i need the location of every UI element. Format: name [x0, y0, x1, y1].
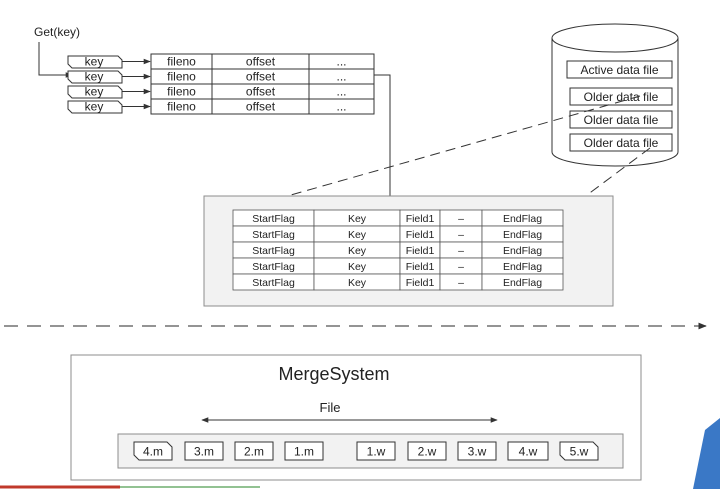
- record-cell-label: Key: [348, 229, 367, 241]
- lookup-cell-label: offset: [246, 100, 276, 114]
- merge-file-item-label: 3.w: [468, 445, 487, 459]
- record-cell-label: EndFlag: [503, 213, 542, 225]
- cylinder-top: [551, 23, 679, 53]
- record-cell-label: EndFlag: [503, 261, 542, 273]
- lookup-cell-label: ...: [336, 85, 346, 99]
- record-cell-label: StartFlag: [252, 277, 295, 289]
- active-data-file-box: [566, 60, 673, 79]
- merge-file-list: 4.m 3.m 2.m 1.m 1.w 2.w 3.w 4.w 5.w: [133, 441, 599, 461]
- merge-file-item: [133, 441, 173, 461]
- record-cell-label: Field1: [406, 261, 435, 273]
- record-cell-label: –: [458, 213, 464, 225]
- record-cell-label: –: [458, 261, 464, 273]
- key-label: key: [85, 85, 104, 99]
- get-key-connector: [38, 42, 73, 78]
- lookup-cell-label: fileno: [167, 100, 196, 114]
- lookup-cell-label: offset: [246, 55, 276, 69]
- record-cell-label: EndFlag: [503, 229, 542, 241]
- record-cell-label: Field1: [406, 245, 435, 257]
- record-cell-label: Key: [348, 213, 367, 225]
- record-cell-label: EndFlag: [503, 277, 542, 289]
- lookup-table: key fileno offset... key fileno offset... key f…: [67, 53, 375, 115]
- corner-accent-shape: [693, 418, 720, 489]
- record-cell-label: Key: [348, 261, 367, 273]
- merge-file-item: [356, 441, 396, 461]
- merge-file-item: [234, 441, 274, 461]
- merge-file-item-label: 4.w: [519, 445, 538, 459]
- merge-file-item: [184, 441, 224, 461]
- lookup-cell-label: fileno: [167, 55, 196, 69]
- lookup-cell-label: ...: [336, 100, 346, 114]
- record-cell-label: StartFlag: [252, 229, 295, 241]
- lookup-cell-label: ...: [336, 70, 346, 84]
- record-cell-label: Key: [348, 245, 367, 257]
- key-label: key: [85, 55, 104, 69]
- older-data-file-box-2: [569, 110, 673, 129]
- older-data-file-label-3: Older data file: [584, 136, 659, 150]
- key-tag: [67, 100, 123, 114]
- record-cell-label: Field1: [406, 229, 435, 241]
- merge-file-item-label: 2.m: [244, 445, 264, 459]
- data-file-store: Active data file Older data file Older d…: [551, 23, 679, 167]
- record-cell-label: StartFlag: [252, 245, 295, 257]
- merge-file-item-label: 2.w: [418, 445, 437, 459]
- record-cell-label: –: [458, 229, 464, 241]
- merge-file-item: [559, 441, 599, 461]
- lookup-cell-label: offset: [246, 85, 276, 99]
- merge-file-item-label: 1.m: [294, 445, 314, 459]
- merge-file-item-label: 5.w: [570, 445, 589, 459]
- record-cell-label: EndFlag: [503, 245, 542, 257]
- merge-file-item-label: 4.m: [143, 445, 163, 459]
- lookup-cell-label: offset: [246, 70, 276, 84]
- older-data-file-box-3: [569, 133, 673, 152]
- merge-file-item-label: 1.w: [367, 445, 386, 459]
- record-cell-label: StartFlag: [252, 213, 295, 225]
- older-file-to-record-start-connector: [237, 95, 641, 211]
- merge-file-item: [457, 441, 497, 461]
- record-cell-label: Field1: [406, 213, 435, 225]
- file-label: File: [320, 400, 341, 415]
- record-cell: [481, 273, 564, 291]
- record-cell-label: –: [458, 245, 464, 257]
- key-tag: [67, 55, 123, 69]
- older-data-file-label-2: Older data file: [584, 113, 659, 127]
- merge-system-title: MergeSystem: [278, 364, 389, 384]
- lookup-cell: [308, 98, 375, 115]
- key-label: key: [85, 100, 104, 114]
- older-data-file-label-1: Older data file: [584, 90, 659, 104]
- record-cell-label: StartFlag: [252, 261, 295, 273]
- merge-file-item: [407, 441, 447, 461]
- get-key-label: Get(key): [34, 25, 80, 39]
- merge-file-item: [507, 441, 549, 461]
- key-tag: [67, 85, 123, 99]
- lookup-cell-label: fileno: [167, 70, 196, 84]
- lookup-cell-label: ...: [336, 55, 346, 69]
- key-tag: [67, 70, 123, 84]
- merge-file-item: [284, 441, 324, 461]
- record-cell-label: Key: [348, 277, 367, 289]
- lookup-cell-label: fileno: [167, 85, 196, 99]
- key-label: key: [85, 70, 104, 84]
- record-cell-label: –: [458, 277, 464, 289]
- active-data-file-label: Active data file: [580, 63, 658, 77]
- older-data-file-box-1: [569, 87, 673, 106]
- merge-file-item-label: 3.m: [194, 445, 214, 459]
- record-cell-label: Field1: [406, 277, 435, 289]
